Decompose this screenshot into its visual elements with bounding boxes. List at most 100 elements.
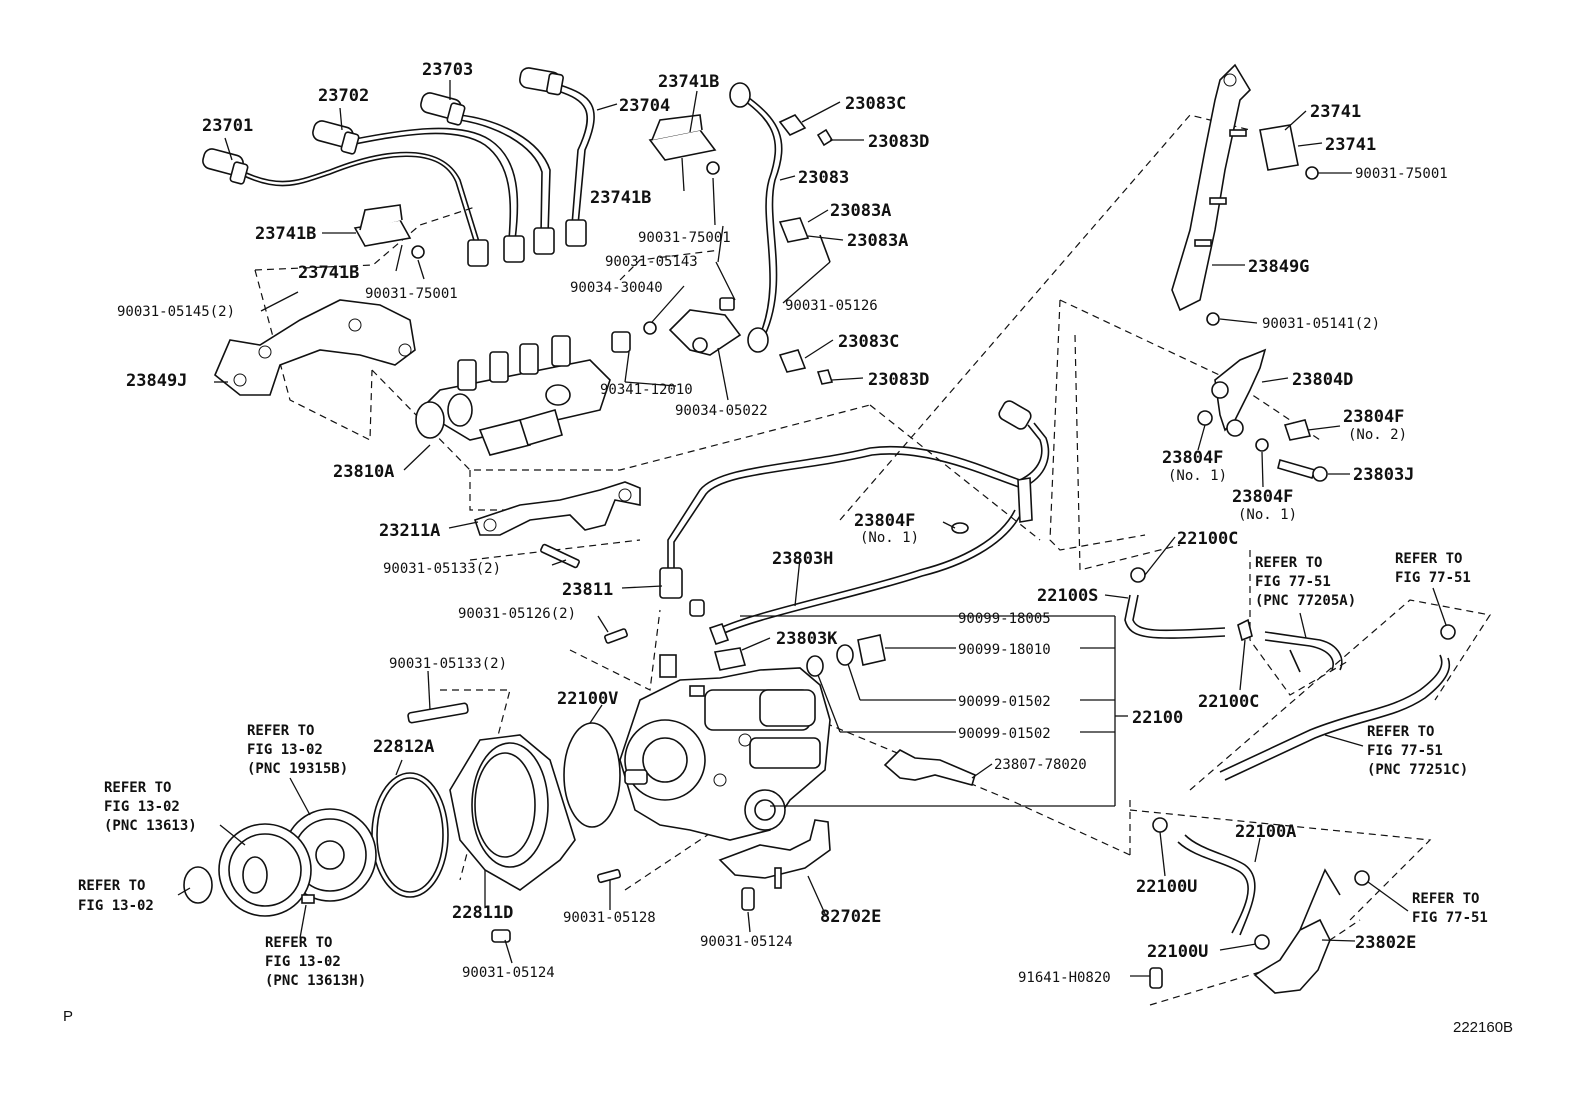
label-23810A: 23810A	[333, 462, 394, 482]
label-90031-75001: 90031-75001	[638, 230, 731, 246]
reference-text: FIG 13-02	[104, 799, 180, 815]
label-23804F: 23804F	[1162, 448, 1223, 468]
label-23802E: 23802E	[1355, 933, 1416, 953]
reference-text: (PNC 13613)	[104, 818, 197, 834]
part-23804D	[1197, 348, 1328, 482]
label-23804D: 23804D	[1292, 370, 1353, 390]
label-23083C: 23083C	[845, 94, 906, 114]
label-90034-30040: 90034-30040	[570, 280, 663, 296]
label-23804F-sub: (No. 1)	[860, 530, 919, 546]
page-marker: P	[63, 1008, 73, 1025]
reference-text: REFER TO	[1255, 555, 1322, 571]
label-90099-01502: 90099-01502	[958, 694, 1051, 710]
label-23083A: 23083A	[847, 231, 908, 251]
part-number-labels: 23701 23702 23703 23704 23741B 23741B 23…	[117, 60, 1448, 986]
reference-text: (PNC 13613H)	[265, 973, 366, 989]
reference-text: FIG 77-51	[1367, 743, 1443, 759]
bracket-82702E	[718, 819, 831, 889]
reference-text: REFER TO	[1395, 551, 1462, 567]
reference-text: FIG 13-02	[78, 898, 154, 914]
reference-text: REFER TO	[265, 935, 332, 951]
label-23804F-sub: (No. 2)	[1348, 427, 1407, 443]
label-90031-05124: 90031-05124	[700, 934, 793, 950]
label-23703: 23703	[422, 60, 473, 80]
injection-pipes	[202, 67, 595, 267]
label-23849G: 23849G	[1248, 257, 1309, 277]
label-23741: 23741	[1325, 135, 1376, 155]
label-23803K: 23803K	[776, 629, 838, 649]
label-23702: 23702	[318, 86, 369, 106]
label-23741B: 23741B	[658, 72, 719, 92]
reference-text: FIG 77-51	[1255, 574, 1331, 590]
label-90031-05143: 90031-05143	[605, 254, 698, 270]
label-90031-05126: 90031-05126(2)	[458, 606, 576, 622]
label-23804F: 23804F	[1343, 407, 1404, 427]
label-23849J: 23849J	[126, 371, 187, 391]
label-22100V: 22100V	[557, 689, 618, 709]
label-23803J: 23803J	[1353, 465, 1414, 485]
reference-text: REFER TO	[1412, 891, 1479, 907]
reference-text: FIG 77-51	[1412, 910, 1488, 926]
common-rail	[415, 335, 611, 456]
label-90034-05022: 90034-05022	[675, 403, 768, 419]
label-23701: 23701	[202, 116, 253, 136]
label-22100: 22100	[1132, 708, 1183, 728]
label-23811: 23811	[562, 580, 613, 600]
label-23807-78020: 23807-78020	[994, 757, 1087, 773]
label-22100A: 22100A	[1235, 822, 1296, 842]
label-22811D: 22811D	[452, 903, 513, 923]
bracket-23849G	[1171, 63, 1319, 326]
label-22100C: 22100C	[1177, 529, 1238, 549]
label-23211A: 23211A	[379, 521, 440, 541]
reference-text: REFER TO	[247, 723, 314, 739]
reference-text: (PNC 19315B)	[247, 761, 348, 777]
leader-lines	[177, 80, 1447, 977]
label-90099-01502: 90099-01502	[958, 726, 1051, 742]
reference-notes: REFER TO FIG 77-51 (PNC 77205A) REFER TO…	[78, 551, 1488, 989]
label-23804F: 23804F	[1232, 487, 1293, 507]
reference-text: FIG 13-02	[265, 954, 341, 970]
label-22100U: 22100U	[1147, 942, 1208, 962]
diagram-code: 222160B	[1453, 1019, 1513, 1036]
label-90031-75001: 90031-75001	[365, 286, 458, 302]
label-23083D: 23083D	[868, 370, 929, 390]
label-22100S: 22100S	[1037, 586, 1098, 606]
label-90031-05141: 90031-05141(2)	[1262, 316, 1380, 332]
reference-text: FIG 13-02	[247, 742, 323, 758]
label-90031-05128: 90031-05128	[563, 910, 656, 926]
label-23741B: 23741B	[298, 263, 359, 283]
label-23803H: 23803H	[772, 549, 833, 569]
label-90031-05126: 90031-05126	[785, 298, 878, 314]
label-23704: 23704	[619, 96, 670, 116]
label-23804F-sub: (No. 1)	[1238, 507, 1297, 523]
label-23083D: 23083D	[868, 132, 929, 152]
label-90341-12010: 90341-12010	[600, 382, 693, 398]
label-90031-75001: 90031-75001	[1355, 166, 1448, 182]
reference-text: REFER TO	[1367, 724, 1434, 740]
clamps-23741B	[353, 114, 720, 259]
pipe-23803H	[659, 400, 1050, 646]
label-90031-05133: 90031-05133(2)	[383, 561, 501, 577]
label-90099-18010: 90099-18010	[958, 642, 1051, 658]
bracket-23849J	[214, 299, 416, 396]
label-90031-05124: 90031-05124	[462, 965, 555, 981]
reference-text: REFER TO	[104, 780, 171, 796]
label-91641-H0820: 91641-H0820	[1018, 970, 1111, 986]
label-22100C: 22100C	[1198, 692, 1259, 712]
label-82702E: 82702E	[820, 907, 881, 927]
label-23083C: 23083C	[838, 332, 899, 352]
label-22812A: 22812A	[373, 737, 434, 757]
pump-fittings	[604, 628, 976, 786]
pump-mounting-parts	[183, 543, 755, 943]
label-90099-18005: 90099-18005	[958, 611, 1051, 627]
label-22100U: 22100U	[1136, 877, 1197, 897]
label-23083: 23083	[798, 168, 849, 188]
label-90031-05133: 90031-05133(2)	[389, 656, 507, 672]
reference-text: FIG 77-51	[1395, 570, 1471, 586]
sensor-bracket-assembly	[611, 297, 742, 356]
label-23741: 23741	[1310, 102, 1361, 122]
pipe-23083	[729, 82, 834, 385]
reference-text: (PNC 77205A)	[1255, 593, 1356, 609]
label-23741B: 23741B	[255, 224, 316, 244]
bracket-23211A	[473, 481, 641, 536]
